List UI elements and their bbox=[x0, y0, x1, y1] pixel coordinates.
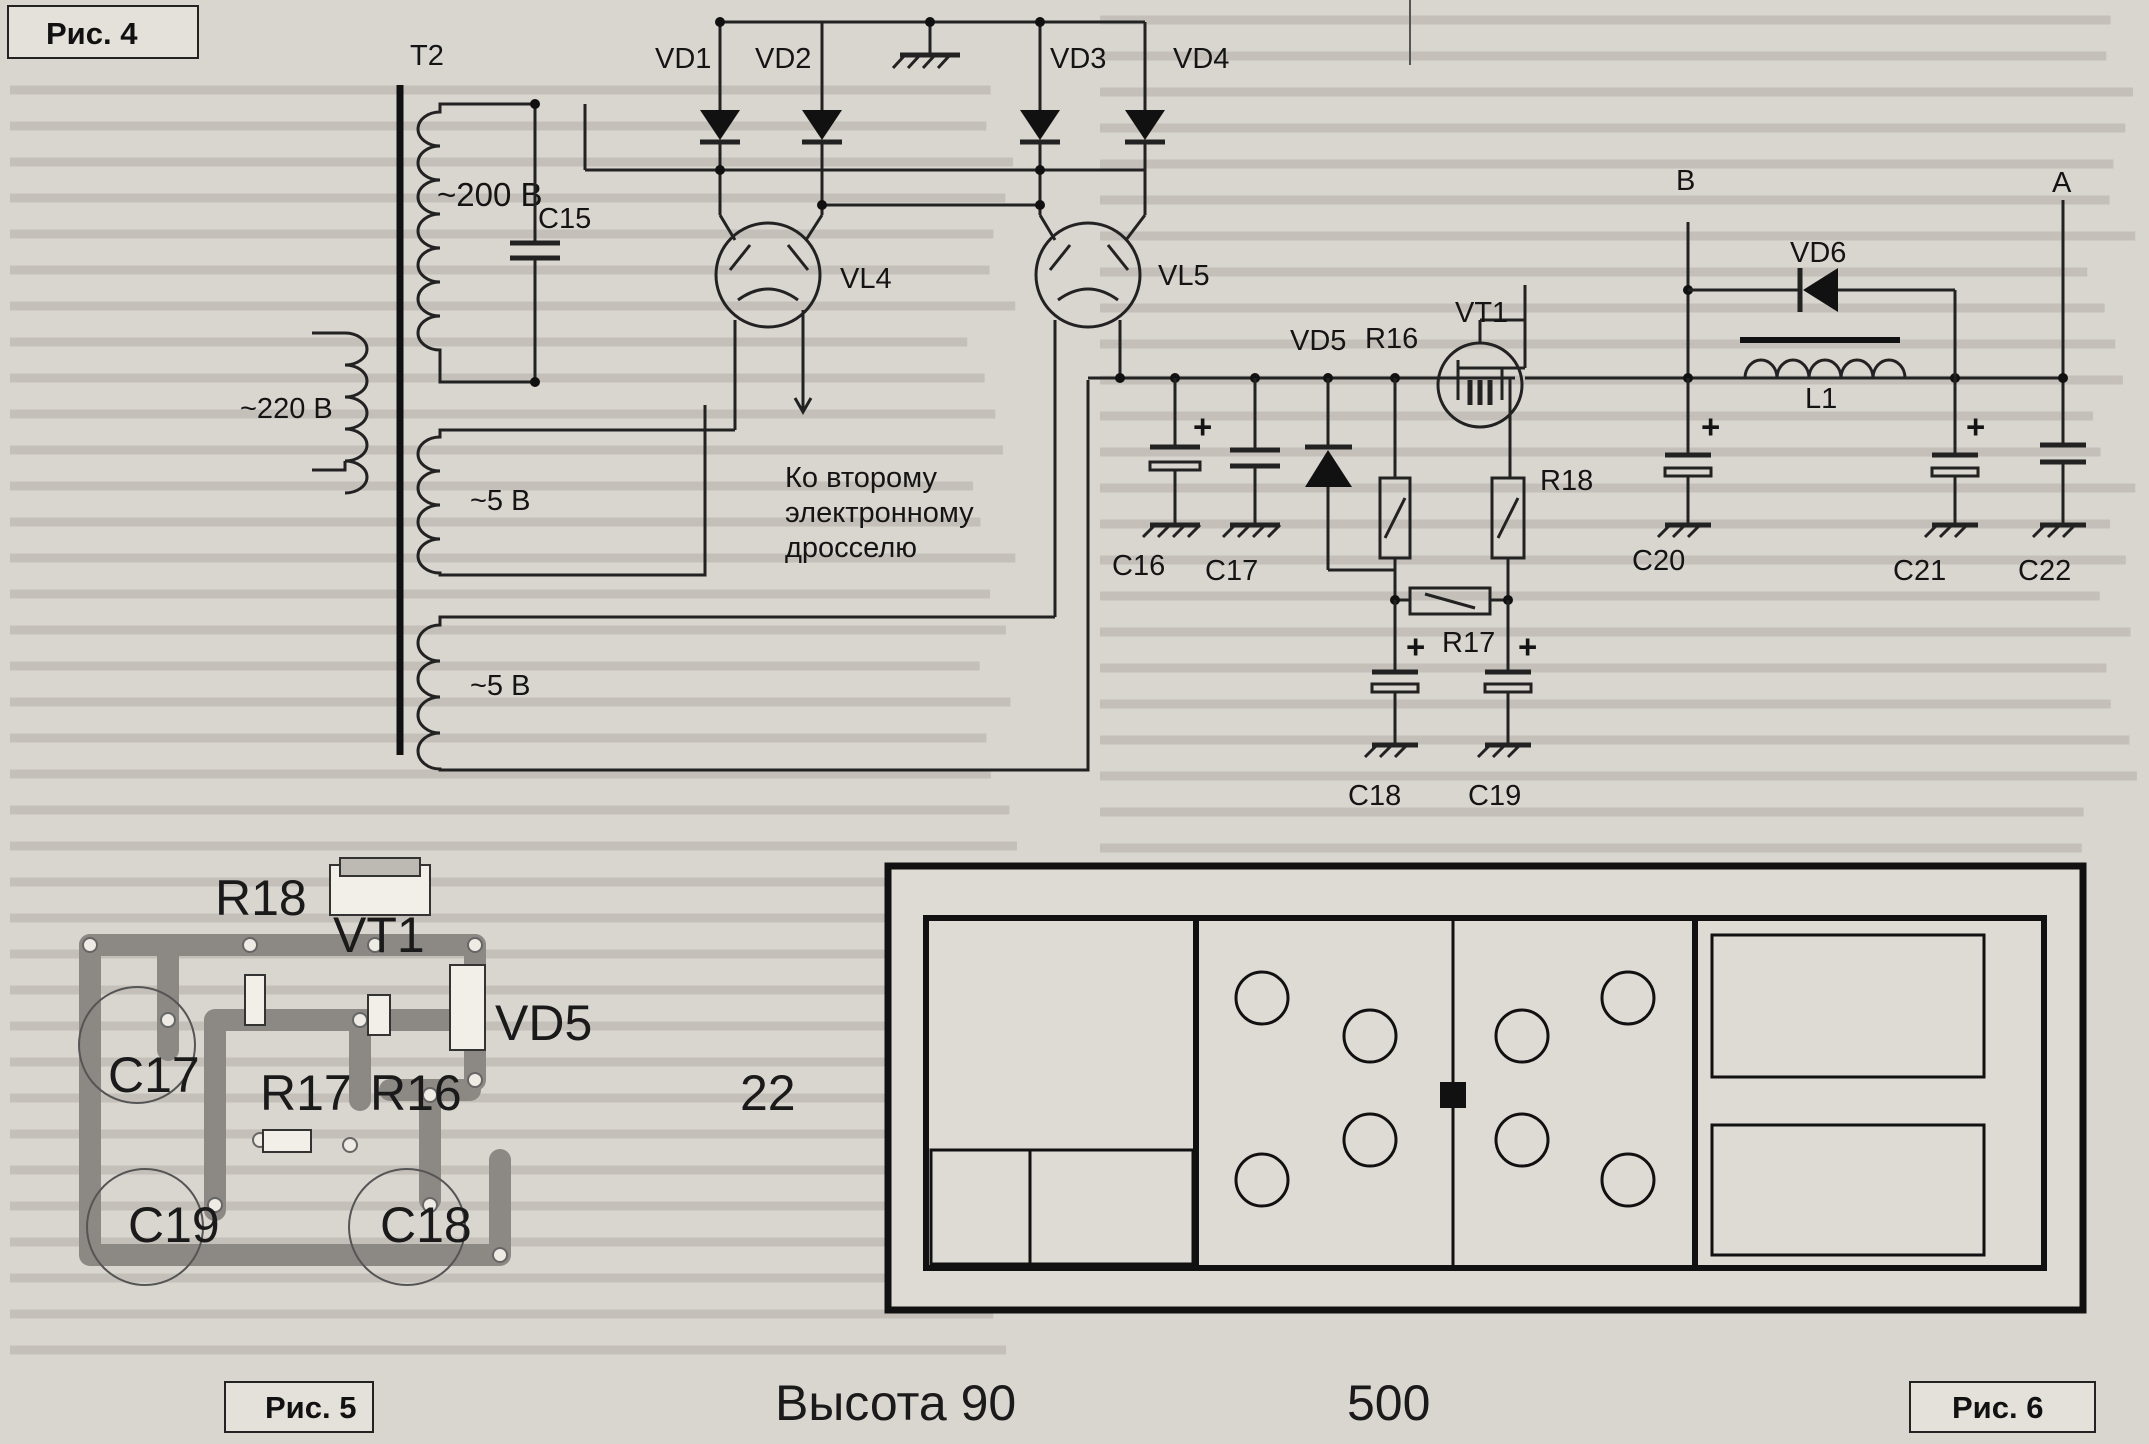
figure-5-pcb: R18 VT1 VD5 C17 R17 R16 C19 C18 22 Рис. … bbox=[78, 857, 796, 1433]
c18-label: C18 bbox=[1348, 780, 1401, 812]
pcb-vd5 bbox=[449, 964, 486, 1051]
l1-label: L1 bbox=[1805, 383, 1837, 415]
c22-label: C22 bbox=[2018, 555, 2071, 587]
height-label: Высота 90 bbox=[775, 1375, 1016, 1431]
width-label: 500 bbox=[1347, 1375, 1430, 1431]
r18-label: R18 bbox=[1540, 465, 1593, 497]
tube-socket-holes bbox=[1234, 970, 1656, 1208]
svg-text:+: + bbox=[1193, 408, 1212, 445]
vt1-label: VT1 bbox=[1455, 297, 1508, 329]
pcb-c17-label: C17 bbox=[108, 1047, 200, 1103]
vd2-label: VD2 bbox=[755, 43, 811, 75]
secondary-winding-5v-a bbox=[416, 405, 735, 577]
winding-5v-a-label: ~5 В bbox=[470, 485, 530, 517]
secondary-winding-5v-b bbox=[416, 380, 1090, 772]
c16-label: C16 bbox=[1112, 550, 1165, 582]
pcb-traces bbox=[79, 934, 511, 1266]
pcb-r17 bbox=[262, 1129, 312, 1153]
note-line-1: Ко второму bbox=[785, 462, 937, 494]
pcb-c19 bbox=[86, 1168, 204, 1286]
primary-winding bbox=[312, 331, 369, 495]
point-b-label: B bbox=[1676, 165, 1695, 197]
fig4-caption: Рис. 4 bbox=[46, 16, 138, 51]
winding-200v-label: ~200 В bbox=[437, 176, 543, 213]
enclosure-outer bbox=[884, 862, 2087, 1314]
tube-vl4 bbox=[714, 214, 824, 430]
pcb-r18-label: R18 bbox=[215, 870, 307, 926]
vl5-label: VL5 bbox=[1158, 260, 1210, 292]
point-a-label: A bbox=[2052, 167, 2072, 199]
pcb-r17-label: R17 bbox=[260, 1065, 352, 1121]
pcb-c19-label: C19 bbox=[128, 1197, 220, 1253]
figure-6-enclosure: Высота 90 500 Рис. 6 bbox=[775, 862, 2096, 1433]
c19-label: C19 bbox=[1468, 780, 1521, 812]
fig4-caption-box bbox=[7, 5, 199, 59]
r16-label: R16 bbox=[1365, 323, 1418, 355]
tube-vl5 bbox=[1034, 214, 1147, 617]
vd1-label: VD1 bbox=[655, 43, 711, 75]
transformer-label: T2 bbox=[410, 40, 444, 72]
pcb-vd5-label: VD5 bbox=[495, 995, 592, 1051]
svg-text:+: + bbox=[1701, 408, 1720, 445]
pcb-vt1-tab bbox=[339, 857, 421, 877]
note-line-2: электронному bbox=[785, 497, 974, 529]
pcb-c17 bbox=[78, 986, 196, 1104]
output-section: + + bbox=[1525, 200, 2086, 539]
pcb-c18 bbox=[348, 1168, 466, 1286]
c20-label: C20 bbox=[1632, 545, 1685, 577]
pcb-c18-label: C18 bbox=[380, 1197, 472, 1253]
c15-label: C15 bbox=[538, 203, 591, 235]
secondary-winding-200v bbox=[416, 102, 535, 384]
mounting-point bbox=[1440, 1082, 1466, 1108]
fig5-caption: Рис. 5 bbox=[265, 1390, 356, 1425]
primary-voltage-label: ~220 В bbox=[240, 393, 333, 425]
pcb-dimension-label: 22 bbox=[740, 1065, 796, 1121]
vd3-label: VD3 bbox=[1050, 43, 1106, 75]
fig6-caption-box bbox=[1909, 1381, 2096, 1433]
pcb-vt1-label: VT1 bbox=[333, 907, 425, 963]
enclosure-inner bbox=[923, 915, 2047, 1271]
svg-text:+: + bbox=[1966, 408, 1985, 445]
pcb-r16-label: R16 bbox=[370, 1065, 462, 1121]
c17-label: C17 bbox=[1205, 555, 1258, 587]
vl4-label: VL4 bbox=[840, 263, 892, 295]
vd6-label: VD6 bbox=[1790, 237, 1846, 269]
pcb-r18 bbox=[244, 974, 266, 1026]
winding-5v-b-label: ~5 В bbox=[470, 670, 530, 702]
fig5-caption-box bbox=[224, 1381, 374, 1433]
note-line-3: дросселю bbox=[785, 532, 917, 564]
vd4-label: VD4 bbox=[1173, 43, 1229, 75]
c21-label: C21 bbox=[1893, 555, 1946, 587]
figure-4-schematic: Рис. 4 T2 ~220 В ~200 В C15 ~5 В bbox=[7, 5, 2086, 812]
fig6-caption: Рис. 6 bbox=[1952, 1390, 2043, 1425]
svg-text:+: + bbox=[1518, 628, 1537, 665]
r17-label: R17 bbox=[1442, 627, 1495, 659]
pcb-r16 bbox=[367, 994, 391, 1036]
vd5-label: VD5 bbox=[1290, 325, 1346, 357]
svg-text:+: + bbox=[1406, 628, 1425, 665]
rectifier-bridge bbox=[530, 17, 1165, 387]
filter-section: + bbox=[1088, 285, 1537, 759]
capacitor-c15 bbox=[510, 104, 560, 382]
